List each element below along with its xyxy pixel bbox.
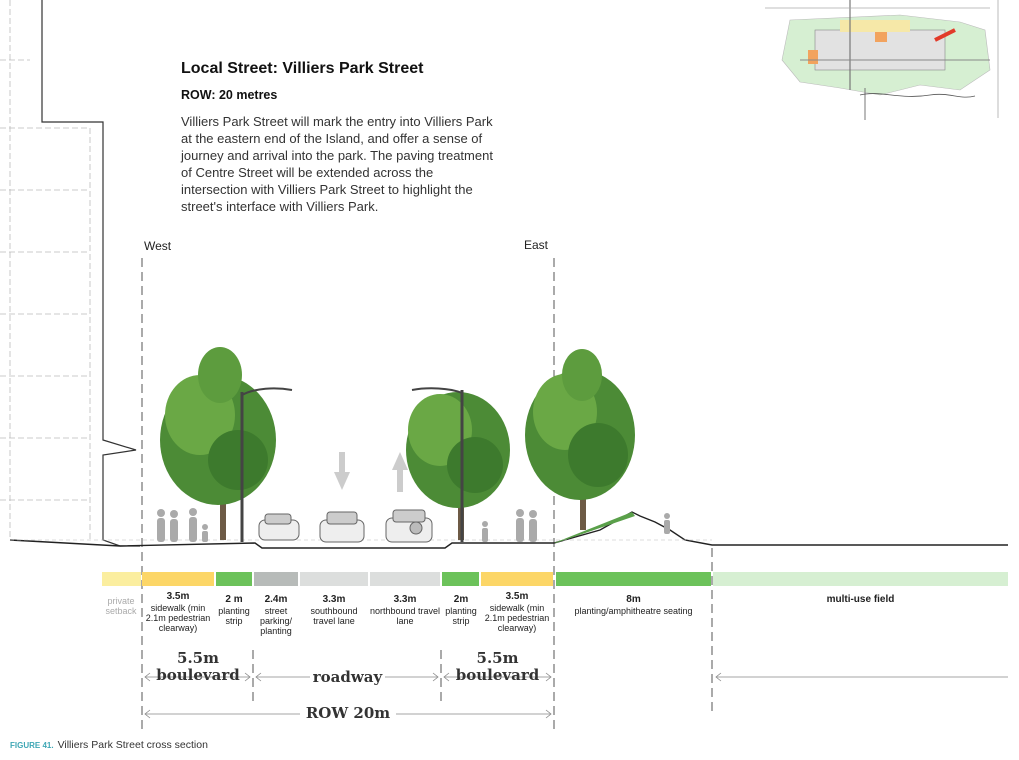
west-boulevard-label: 5.5m boulevard (142, 650, 254, 684)
row-total-label: ROW 20m (142, 704, 554, 722)
segment-label: planting strip (445, 606, 477, 626)
street-lights (240, 387, 464, 542)
group-name: roadway (309, 668, 386, 686)
tree-east (525, 349, 635, 530)
zone-colour-strip (102, 572, 1008, 586)
segment-label: southbound travel lane (310, 606, 358, 626)
tree-west (160, 347, 276, 540)
segment-label: private setback (105, 596, 137, 616)
building-outline (0, 0, 140, 547)
caption-text: Villiers Park Street cross section (57, 739, 208, 751)
key-map (765, 0, 999, 120)
row-boundaries (141, 258, 713, 730)
segment-width: 2 m (225, 594, 243, 605)
segment-label: planting/amphitheatre seating (574, 606, 693, 616)
east-boulevard-label: 5.5m boulevard (441, 650, 554, 684)
berm-planting (554, 512, 635, 543)
segment-private-setback: private setback (100, 596, 142, 616)
roadway-label: roadway (254, 668, 441, 686)
page-title: Local Street: Villiers Park Street (181, 60, 424, 77)
segment-width: 3.3m (393, 594, 417, 605)
segment-planting-amphitheatre: 8m planting/amphitheatre seating (556, 594, 711, 617)
west-label: West (144, 239, 172, 253)
segment-sidewalk-west: 3.5m sidewalk (min 2.1m pedestrian clear… (142, 591, 214, 634)
segment-width: 8m (626, 594, 641, 605)
segment-label: planting strip (218, 606, 250, 626)
group-name: boulevard (156, 666, 240, 684)
row-subtitle: ROW: 20 metres (181, 88, 278, 102)
group-width: 5.5m (476, 649, 519, 667)
segment-southbound-lane: 3.3m southbound travel lane (299, 594, 369, 627)
traffic-arrows (334, 452, 408, 492)
segment-width: 3.5m (505, 591, 529, 602)
segment-width: 3.5m (166, 591, 190, 602)
figure-number: FIGURE 41. (10, 741, 54, 750)
segment-width: 2m (453, 594, 469, 605)
cars (258, 509, 433, 543)
group-width: 5.5m (177, 649, 219, 667)
figure-caption: FIGURE 41.Villiers Park Street cross sec… (10, 739, 208, 751)
segment-label: sidewalk (min 2.1m pedestrian clearway) (145, 603, 211, 633)
segment-label: sidewalk (min 2.1m pedestrian clearway) (484, 603, 550, 633)
segment-parking: 2.4m street parking/ planting (253, 594, 299, 637)
pedestrians (157, 508, 670, 542)
description-paragraph: Villiers Park Street will mark the entry… (181, 114, 493, 214)
segment-planting-west: 2 m planting strip (214, 594, 254, 627)
segment-width: multi-use field (826, 594, 895, 605)
segment-width: 3.3m (322, 594, 346, 605)
segment-planting-east: 2m planting strip (441, 594, 481, 627)
segment-label: street parking/ planting (259, 606, 293, 636)
segment-northbound-lane: 3.3m northbound travel lane (369, 594, 441, 627)
segment-multi-use-field: multi-use field (713, 595, 1008, 606)
segment-width: 2.4m (264, 594, 288, 605)
segment-sidewalk-east: 3.5m sidewalk (min 2.1m pedestrian clear… (481, 591, 553, 634)
row-total-text: ROW 20m (299, 704, 397, 722)
segment-label: northbound travel lane (369, 606, 441, 626)
ground-profile (9, 511, 1008, 549)
group-name: boulevard (455, 666, 540, 684)
east-label: East (524, 238, 549, 252)
